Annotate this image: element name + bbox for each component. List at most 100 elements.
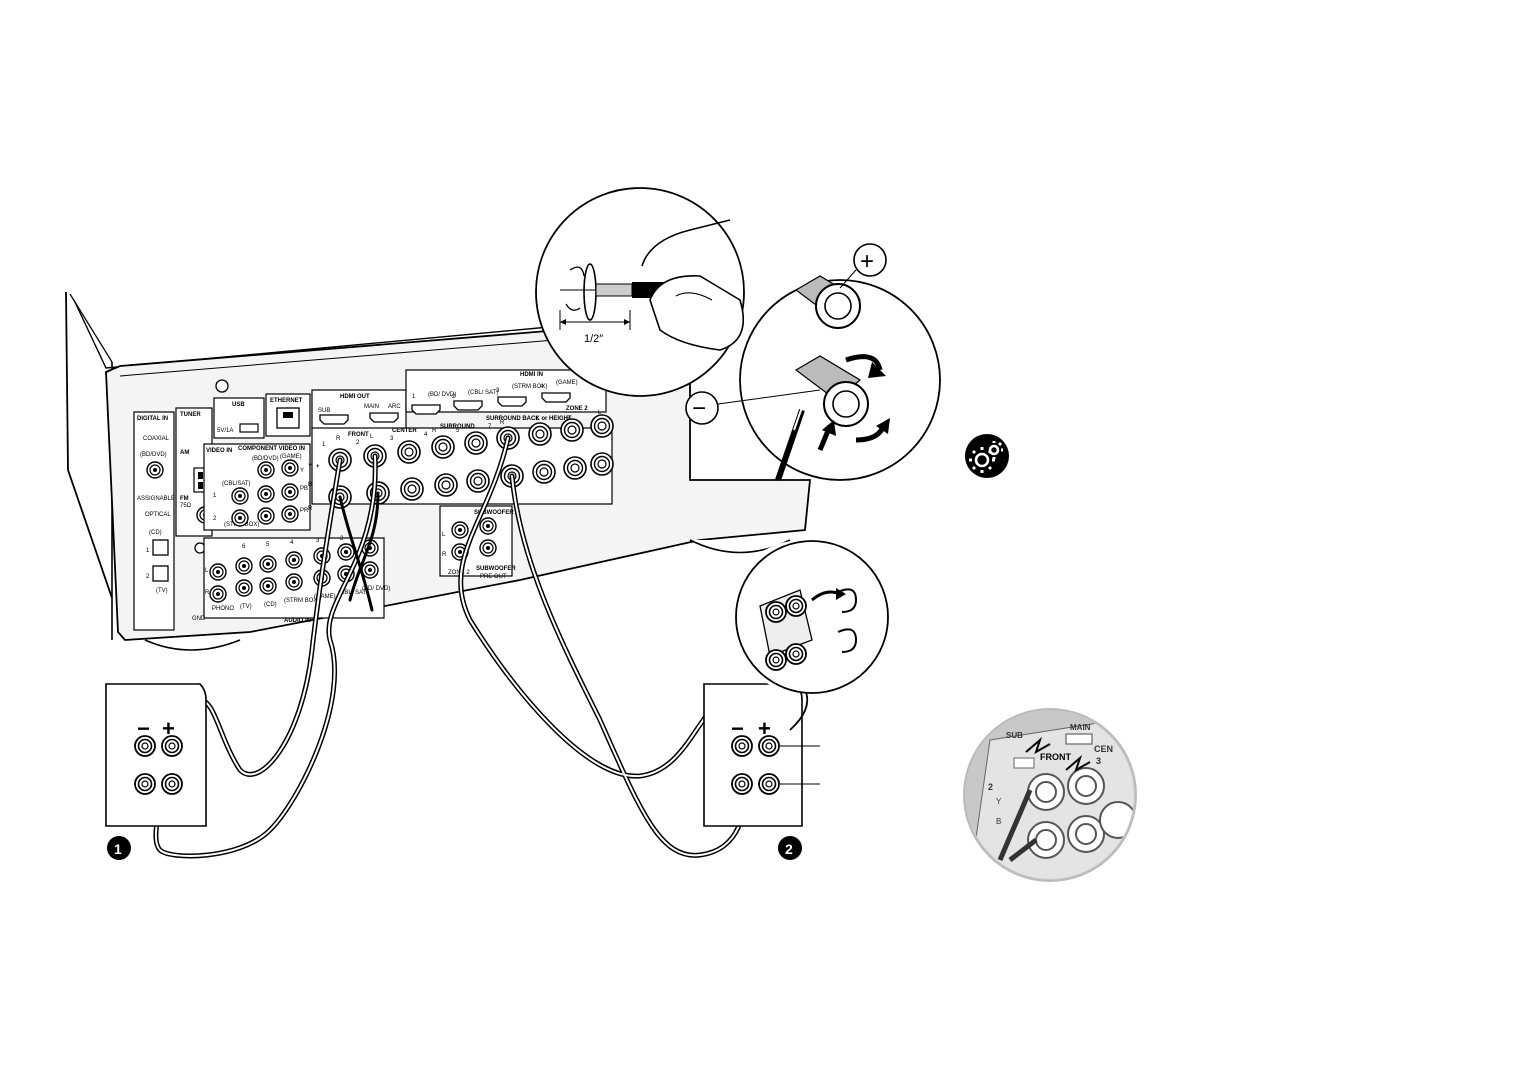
ethernet-label: ETHERNET	[270, 398, 303, 404]
step-1-number: 1	[114, 841, 122, 857]
step-1-badge	[107, 836, 131, 860]
am-label: AM	[180, 450, 189, 456]
av-receiver: DIGITAL IN COAXIAL (BD/DVD) ASSIGNABLE O…	[65, 291, 811, 651]
speaker-right: − + 2	[703, 683, 820, 860]
subwoofer-top-label: SUBWOOFER	[474, 510, 514, 516]
pre-out-label: PRE OUT	[480, 574, 507, 580]
usb-port	[239, 423, 259, 433]
video-2-label: 2	[213, 516, 217, 522]
zone2-preout-l-label: L	[442, 532, 446, 538]
hdmi-in-1-name: (BD/ DVD)	[428, 392, 456, 398]
hdmi-out-main-port	[369, 412, 399, 423]
sp-surr-l-label: L	[466, 424, 470, 430]
tuner-label: TUNER	[180, 412, 201, 418]
strip-length-label: 1/2″	[584, 333, 603, 345]
usb-rating-label: 5V/1A	[217, 428, 233, 434]
audio-strm-label: (STRM BOX)	[284, 598, 319, 604]
comp-game-label: (GAME)	[280, 454, 302, 460]
sp-1-num: 1	[322, 442, 326, 448]
step-2-badge	[778, 836, 802, 860]
speaker-left-terminal	[134, 735, 156, 757]
audio-bd-label: (BD/ DVD)	[362, 586, 390, 592]
plus-callout	[853, 243, 887, 277]
audio-3-num: 3	[316, 538, 320, 544]
speaker-right-minus-label: −	[731, 716, 744, 741]
minus-callout	[685, 391, 719, 425]
zoom-b-label: B	[996, 817, 1001, 826]
optical-2-port	[152, 565, 169, 582]
speaker-left: − + 1	[105, 683, 207, 860]
sp-7-num: 7	[488, 424, 492, 430]
gnd-label: GND	[192, 616, 206, 622]
hdmi-in-3-name: (STRM BOX)	[512, 384, 547, 390]
hdmi-in-3-num: 3	[496, 388, 500, 394]
audio-5-num: 5	[266, 542, 270, 548]
audio-4-num: 4	[290, 540, 294, 546]
front-terminal-zoom: SUB MAIN FRONT CEN 3 2 Y B	[963, 708, 1137, 882]
sp-r-label: R	[308, 506, 313, 512]
audio-tv-label: (TV)	[240, 604, 252, 610]
optical-cd-label: (CD)	[149, 530, 162, 536]
hdmi-in-3-port	[497, 396, 527, 407]
comp-y-label: Y	[300, 468, 304, 474]
sp-4-num: 4	[424, 432, 428, 438]
loosen-arrow-icon	[845, 354, 883, 371]
sp-back-r-label: R	[500, 420, 505, 426]
optical-1-label: 1	[146, 548, 150, 554]
video-1-label: 1	[213, 493, 217, 499]
surround-label: SURROUND	[440, 424, 475, 430]
zoom-y-label: Y	[996, 797, 1002, 806]
component-label: COMPONENT VIDEO IN	[238, 446, 305, 452]
video-in-label: VIDEO IN	[206, 448, 232, 454]
gear-icon	[965, 434, 1009, 478]
zone2-preout-r-label: R	[442, 552, 447, 558]
sp-y-label: Y	[308, 464, 312, 470]
optical-2-label: 2	[146, 574, 150, 580]
hdmi-in-1-port	[411, 404, 441, 415]
zoom-center-label: CEN	[1094, 744, 1113, 754]
hdmi-out-label: HDMI OUT	[340, 394, 370, 400]
hdmi-in-2-port	[453, 400, 483, 411]
optical-label: OPTICAL	[145, 512, 171, 518]
hdmi-out-sub-port	[319, 414, 349, 425]
hdmi-in-1-num: 1	[412, 394, 416, 400]
comp-pb-label: PB	[300, 486, 308, 492]
hdmi-sub-label: SUB	[318, 408, 330, 414]
audio-l-label: L	[205, 568, 209, 574]
audio-cd-label: (CD)	[264, 602, 277, 608]
binding-post-detail: + −	[685, 243, 941, 481]
fm-label: FM	[180, 496, 189, 502]
zoom-sub-label: SUB	[1006, 731, 1023, 740]
speaker-right-plus-label: +	[758, 716, 771, 741]
assignable-label: ASSIGNABLE	[137, 496, 175, 502]
step-2-number: 2	[785, 841, 793, 857]
comp-cbl-label: (CBL/SAT)	[222, 481, 251, 487]
zoom-2-label: 2	[988, 782, 993, 792]
sp-front-l-label: L	[370, 434, 374, 440]
hdmi-arc-label: ARC	[388, 404, 401, 410]
comp-bd-label: (BD/DVD)	[252, 456, 279, 462]
audio-r-label: R	[205, 590, 210, 596]
hdmi-in-4-port	[541, 392, 571, 403]
surround-back-label: SURROUND BACK or HEIGHT	[486, 416, 572, 422]
usb-label: USB	[232, 402, 245, 408]
audio-2-num: 2	[340, 536, 344, 542]
subwoofer-label: SUBWOOFER	[476, 566, 516, 572]
fm-ohm-label: 75Ω	[180, 503, 192, 509]
hdmi-in-4-name: (GAME)	[556, 380, 578, 386]
hdmi-in-2-num: 2	[452, 394, 456, 400]
speaker-right-terminal	[731, 735, 753, 757]
hdmi-in-2-name: (CBL/ SAT)	[468, 390, 498, 396]
minus-callout-label: −	[692, 395, 706, 422]
sp-5-num: 5	[456, 428, 460, 434]
zoom-3-label: 3	[1096, 756, 1101, 766]
coaxial-label: COAXIAL	[143, 436, 170, 442]
optical-tv-label: (TV)	[156, 588, 168, 594]
zoom-front-label: FRONT	[1040, 752, 1071, 762]
zoom-main-label: MAIN	[1070, 723, 1091, 732]
zone2-label: ZONE 2	[566, 406, 588, 412]
hdmi-main-label: MAIN	[364, 404, 379, 410]
sp-front-r-label: R	[336, 436, 341, 442]
center-label: CENTER	[392, 428, 417, 434]
sp-surr-r-label: R	[432, 428, 437, 434]
